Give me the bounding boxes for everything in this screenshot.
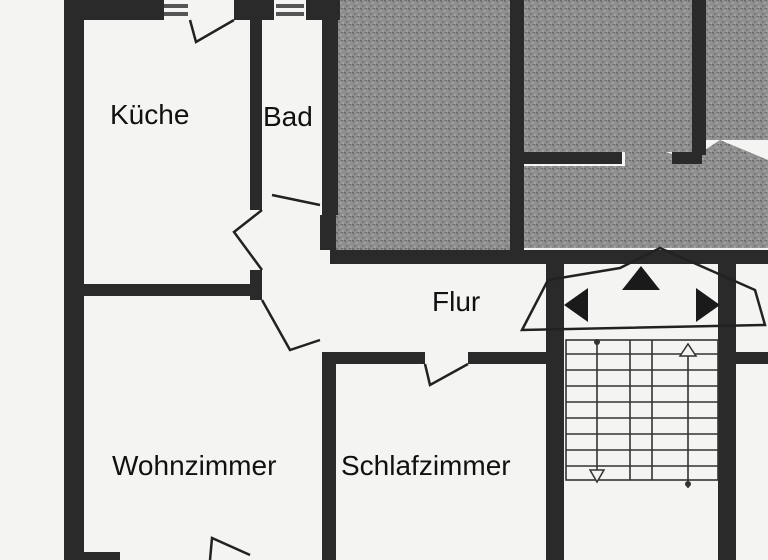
room-label-kueche: Küche: [110, 99, 189, 130]
triangle-down-icon: [588, 469, 606, 484]
room-label-bad: Bad: [263, 101, 313, 132]
arrow-left-icon: [564, 288, 588, 322]
stair-end-dot: [685, 481, 691, 487]
arrow-up-icon: [622, 266, 660, 290]
room-label-schlafzimmer: Schlafzimmer: [341, 450, 511, 481]
triangle-up-icon: [678, 342, 698, 357]
walls: [64, 0, 768, 560]
room-label-flur: Flur: [432, 286, 480, 317]
arrow-right-icon: [696, 288, 720, 322]
doors: [164, 4, 767, 560]
neighbor-area: [336, 0, 768, 250]
stair-start-dot: [594, 339, 600, 345]
staircase: [565, 339, 719, 488]
room-label-wohnzimmer: Wohnzimmer: [112, 450, 276, 481]
